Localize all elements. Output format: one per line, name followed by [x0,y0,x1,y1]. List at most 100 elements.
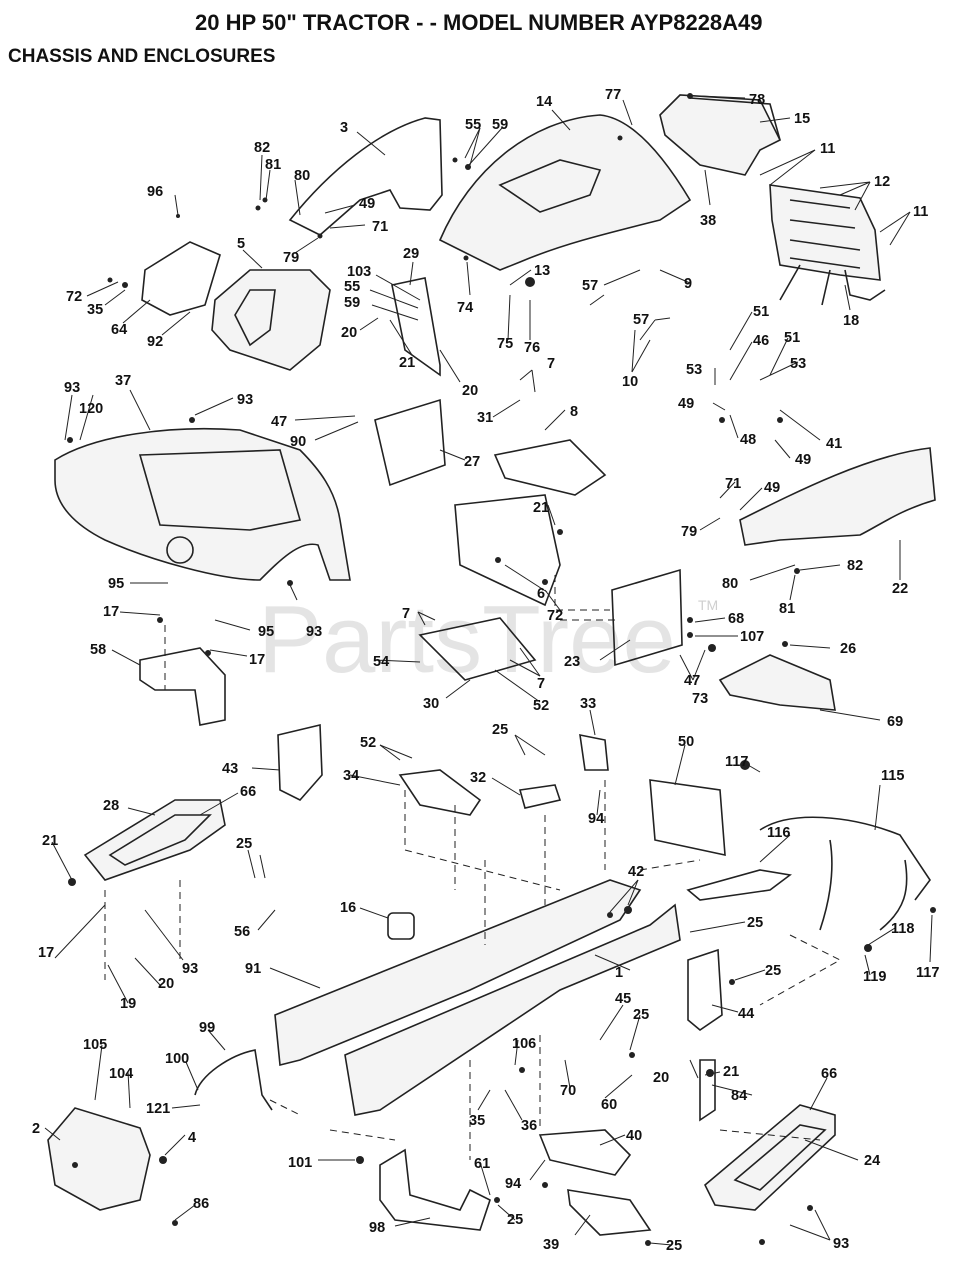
callout-82-low: 82 [847,558,863,574]
callout-15: 15 [794,111,810,127]
callout-99: 99 [199,1020,215,1036]
callout-120: 120 [79,401,103,417]
part-43-bracket [277,723,323,801]
callout-17-upper: 17 [103,604,119,620]
callout-25-right1: 25 [747,915,763,931]
callout-36: 36 [521,1118,537,1134]
callout-121: 121 [146,1101,170,1117]
callout-25-left: 25 [236,836,252,852]
callout-91: 91 [245,961,261,977]
callout-44: 44 [738,1006,754,1022]
callout-118: 118 [891,921,914,937]
callout-93-fender: 93 [306,624,322,640]
watermark: PartsTree TM [258,586,718,693]
callout-32: 32 [470,770,486,786]
part-50-bracket [649,779,726,857]
callout-30: 30 [423,696,439,712]
callout-3: 3 [340,120,348,136]
part-30-bracket [418,617,537,681]
callout-53-left: 53 [686,362,702,378]
callout-20-frame: 20 [653,1070,669,1086]
callout-8: 8 [570,404,578,420]
callout-72-mid: 72 [547,608,563,624]
part-40-bracket [538,1129,632,1176]
callout-84: 84 [731,1088,747,1104]
callout-21-right: 21 [723,1064,739,1080]
callout-77: 77 [605,87,621,103]
callout-56: 56 [234,924,250,940]
part-1-frame [344,903,681,1116]
callout-101: 101 [288,1155,312,1171]
callout-79-upper: 79 [283,250,299,266]
callout-13: 13 [534,263,550,279]
callout-39: 39 [543,1237,559,1253]
callout-1: 1 [615,965,623,981]
section-subtitle: CHASSIS AND ENCLOSURES [8,46,276,67]
part-6-seat-bracket [454,494,561,607]
callout-69: 69 [887,714,903,730]
callout-20-upper: 20 [341,325,357,341]
callout-27: 27 [464,454,480,470]
callout-59-top: 59 [492,117,508,133]
part-33-bracket [579,733,609,771]
callout-37: 37 [115,373,131,389]
callout-29: 29 [403,246,419,262]
part-91-frame [274,879,642,1067]
callout-21-mid: 21 [533,500,549,516]
callout-20-right: 20 [462,383,478,399]
callout-17-mid: 17 [249,652,265,668]
watermark-tm: TM [698,597,718,613]
part-44-bracket [687,948,723,1032]
callout-59-left: 59 [344,295,360,311]
callout-49-upper: 49 [359,196,375,212]
callout-79-right: 79 [681,524,697,540]
callout-14: 14 [536,94,552,110]
part-18-bracket [844,269,886,301]
callout-20-low: 20 [158,976,174,992]
callout-73: 73 [692,691,708,707]
callout-75: 75 [497,336,513,352]
callout-5: 5 [237,236,245,252]
part-28-footrest [83,799,226,881]
callout-78: 78 [749,92,765,108]
callout-81-low: 81 [779,601,795,617]
callout-107: 107 [740,629,764,645]
callout-6: 6 [537,586,545,602]
callout-24: 24 [864,1153,880,1169]
callout-48: 48 [740,432,756,448]
callout-117-low: 117 [916,965,939,981]
part-116-rail [686,869,792,901]
callout-47-upper: 47 [271,414,287,430]
part-22-side-panel [739,447,936,546]
part-14-hood [438,114,692,271]
callouts: 1 2 3 4 5 6 7 7 7 8 9 10 11 11 12 13 14 … [32,87,939,1254]
callout-94-low: 94 [505,1176,521,1192]
callout-35-upper: 35 [87,302,103,318]
part-98-bracket [379,1148,491,1231]
hardware [67,93,936,1246]
callout-92: 92 [147,334,163,350]
callout-58: 58 [90,642,106,658]
callout-18: 18 [843,313,859,329]
callout-45: 45 [615,991,631,1007]
callout-106: 106 [512,1036,536,1052]
callout-54: 54 [373,654,389,670]
callout-49-low: 49 [764,480,780,496]
callout-28: 28 [103,798,119,814]
part-39-bracket [567,1189,652,1236]
callout-57-low: 57 [633,312,649,328]
part-99-rod [194,1049,273,1111]
callout-95-left: 95 [108,576,124,592]
callout-52-low: 52 [533,698,549,714]
callout-16: 16 [340,900,356,916]
callout-35-low: 35 [469,1113,485,1129]
part-58-bracket [139,647,226,726]
callout-25-right2: 25 [765,963,781,979]
callout-72-upper: 72 [66,289,82,305]
part-27-plate [374,398,446,487]
part-16-grommet [387,912,415,940]
callout-117-upper: 117 [725,754,748,770]
part-37-fender [54,427,351,581]
callout-7-top: 7 [547,356,555,372]
page-title: 20 HP 50" TRACTOR - - MODEL NUMBER AYP82… [195,10,763,35]
